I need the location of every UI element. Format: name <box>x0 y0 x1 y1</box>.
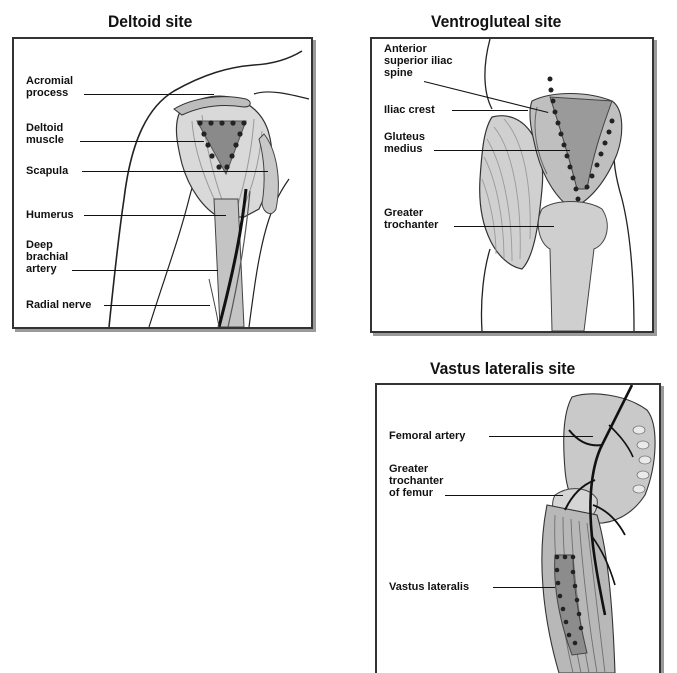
leader-acromial-process <box>84 94 214 95</box>
label-iliac-crest: Iliac crest <box>384 104 435 116</box>
leader-deep-brachial-artery <box>72 270 218 271</box>
label-scapula: Scapula <box>26 165 68 177</box>
label-humerus: Humerus <box>26 209 74 221</box>
vastus-title: Vastus lateralis site <box>430 359 575 379</box>
leader-femoral-artery <box>489 436 593 437</box>
label-femoral-artery: Femoral artery <box>389 430 465 442</box>
label-vastus-lateralis: Vastus lateralis <box>389 581 469 593</box>
vastus-illustration <box>377 385 659 673</box>
leader-radial-nerve <box>104 305 210 306</box>
leader-iliac-crest <box>452 110 528 111</box>
leader-scapula <box>82 171 268 172</box>
ventrogluteal-illustration <box>372 39 652 331</box>
ventrogluteal-title: Ventrogluteal site <box>431 12 561 32</box>
leader-gluteus-medius <box>434 150 570 151</box>
label-radial-nerve: Radial nerve <box>26 299 91 311</box>
deltoid-title: Deltoid site <box>108 12 192 32</box>
leader-greater-trochanter <box>454 226 554 227</box>
leader-humerus <box>84 215 226 216</box>
leader-greater-trochanter-of-femur <box>445 495 563 496</box>
leader-deltoid-muscle <box>80 141 204 142</box>
leader-vastus-lateralis <box>493 587 555 588</box>
